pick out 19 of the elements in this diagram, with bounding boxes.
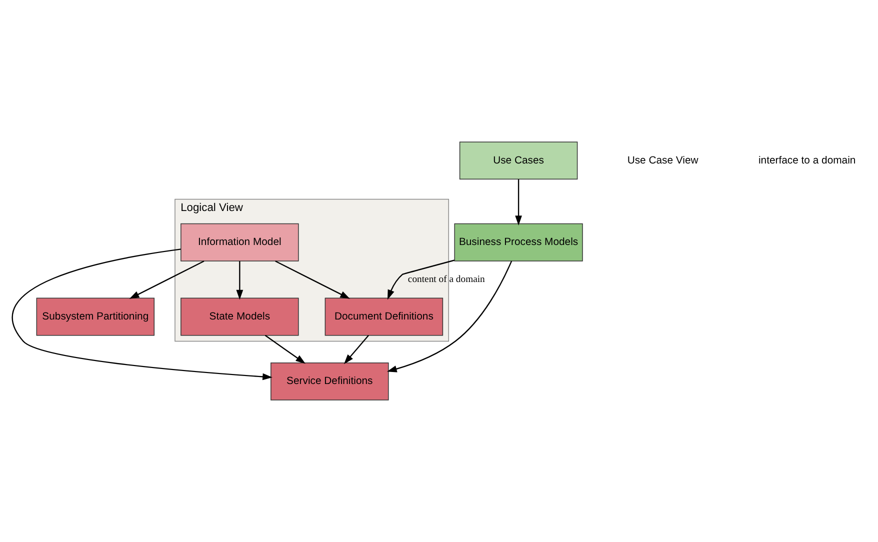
arrow [236, 261, 244, 300]
arrow [264, 334, 306, 364]
arrow [515, 179, 522, 226]
arrow [386, 260, 512, 372]
arrow [344, 335, 369, 364]
node-box: Document Definitions [324, 298, 444, 336]
label: Use Case View [627, 155, 698, 166]
node-box: State Models [180, 298, 299, 336]
arrow [387, 260, 454, 300]
node-box: Information Model [180, 223, 299, 262]
node-box: Subsystem Partitioning [36, 298, 155, 336]
arrow [12, 248, 272, 380]
node-box: Service Definitions [270, 362, 389, 400]
edge-label: content of a domain [408, 274, 485, 286]
arrow [129, 260, 204, 299]
label: interface to a domain [758, 155, 856, 166]
arrow [275, 260, 350, 299]
node-box: Business Process Models [454, 223, 583, 262]
node-box: Use Cases [459, 142, 578, 180]
